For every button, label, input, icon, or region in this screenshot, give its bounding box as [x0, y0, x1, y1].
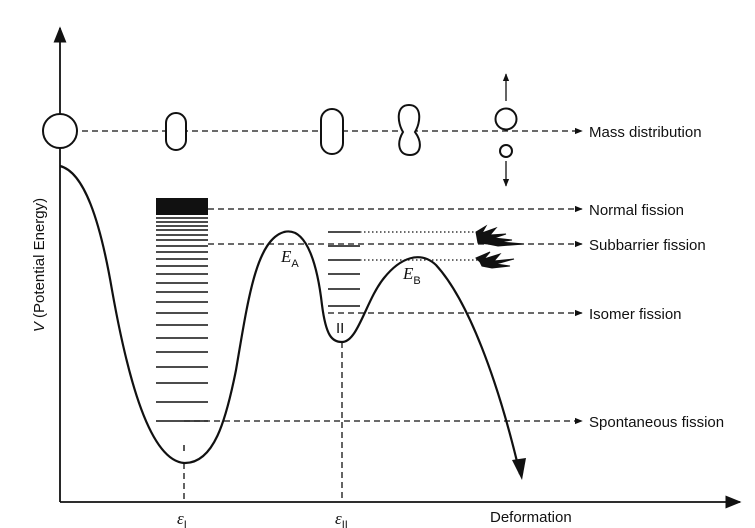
- fragment-large-shape: [494, 107, 518, 131]
- nucleus-shape-sequence: [42, 103, 518, 158]
- well-2-label: II: [336, 320, 344, 337]
- slightly-deformed-nucleus-shape: [165, 112, 187, 151]
- epsilon-2-label: εII: [335, 509, 348, 528]
- well-2-energy-levels: [328, 231, 360, 307]
- isomer-nucleus-shape: [320, 108, 344, 155]
- necked-nucleus-shape: [397, 103, 421, 157]
- fragment-small-shape: [499, 144, 513, 158]
- mass-distribution-label: Mass distribution: [589, 124, 702, 141]
- x-axis-label: Deformation: [490, 509, 572, 526]
- barrier-a-label: EA: [280, 247, 299, 270]
- potential-energy-curve: [59, 164, 522, 475]
- spontaneous-fission-label: Spontaneous fission: [589, 414, 724, 431]
- barrier-b-label: EB: [402, 264, 421, 287]
- y-axis-label: V (Potential Energy): [31, 198, 48, 332]
- epsilon-1-label: εI: [177, 509, 187, 528]
- well-1-energy-levels: [156, 198, 208, 422]
- y-axis-label-text: (Potential Energy): [31, 198, 48, 322]
- spherical-nucleus-shape: [42, 113, 78, 149]
- subbarrier-resonance-spectrum: [475, 224, 525, 269]
- y-axis-label-symbol: V: [31, 320, 48, 332]
- subbarrier-fission-label: Subbarrier fission: [589, 237, 706, 254]
- curve-end-arrowhead: [512, 458, 526, 480]
- isomer-fission-label: Isomer fission: [589, 306, 682, 323]
- normal-fission-label: Normal fission: [589, 202, 684, 219]
